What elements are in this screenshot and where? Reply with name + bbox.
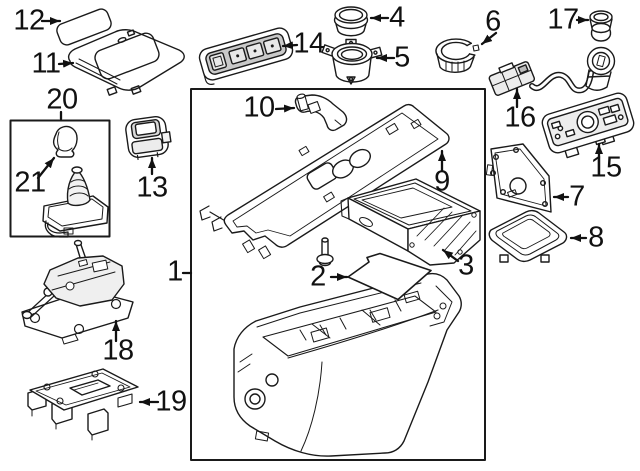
callout-arrow-6 bbox=[480, 31, 498, 46]
part-7-side-panel bbox=[485, 143, 552, 213]
part-4-cup-insert bbox=[333, 6, 369, 37]
part-3-storage-box bbox=[340, 178, 481, 266]
callout-18: 18 bbox=[102, 334, 134, 367]
callout-arrow-14 bbox=[281, 41, 299, 50]
callout-5: 5 bbox=[394, 41, 410, 74]
callout-16: 16 bbox=[504, 101, 536, 134]
fastener-bolt bbox=[316, 237, 334, 267]
callout-11: 11 bbox=[31, 47, 61, 80]
callout-9: 9 bbox=[434, 165, 450, 198]
callout-3: 3 bbox=[458, 249, 474, 282]
callout-8: 8 bbox=[588, 221, 604, 254]
callout-6: 6 bbox=[485, 5, 501, 38]
part-16-outlet-harness bbox=[488, 46, 616, 96]
part-13-switch bbox=[125, 115, 172, 161]
part-9-upper-panel bbox=[199, 103, 450, 260]
part-19-mount-bracket bbox=[27, 368, 139, 441]
part-8-storage-tray bbox=[488, 209, 568, 263]
callout-arrows bbox=[36, 14, 603, 406]
callout-15: 15 bbox=[590, 151, 622, 184]
callout-13: 13 bbox=[136, 171, 168, 204]
callout-arrow-11 bbox=[57, 59, 75, 68]
part-21-shift-knob-boot bbox=[42, 125, 109, 238]
callout-arrow-3 bbox=[441, 248, 460, 263]
callout-20: 20 bbox=[46, 83, 78, 116]
part-6-holder-insert bbox=[435, 38, 480, 73]
callout-21: 21 bbox=[14, 166, 46, 199]
callout-19: 19 bbox=[155, 385, 187, 418]
part-10-bracket bbox=[294, 93, 348, 132]
callout-1: 1 bbox=[167, 255, 183, 288]
part-15-control-panel bbox=[541, 92, 635, 159]
group-box-1 bbox=[190, 88, 486, 461]
callout-12: 12 bbox=[13, 4, 45, 37]
part-2-console-mat bbox=[347, 252, 432, 301]
callout-4: 4 bbox=[389, 1, 405, 34]
callout-17: 17 bbox=[547, 3, 579, 36]
part-1-console-body bbox=[233, 272, 462, 457]
callout-2: 2 bbox=[310, 260, 326, 293]
part-17-outlet-knob bbox=[589, 10, 613, 42]
callout-arrow-21 bbox=[36, 156, 56, 180]
callout-arrow-10 bbox=[274, 104, 296, 113]
part-5-cup-holder bbox=[321, 38, 383, 85]
part-12-pad bbox=[56, 8, 112, 46]
part-18-shifter-assembly bbox=[21, 239, 134, 345]
part-14-switch-panel bbox=[198, 27, 294, 85]
callout-10: 10 bbox=[243, 91, 275, 124]
callout-14: 14 bbox=[293, 27, 325, 60]
part-11-console-lid bbox=[67, 29, 185, 96]
callout-7: 7 bbox=[569, 180, 585, 213]
